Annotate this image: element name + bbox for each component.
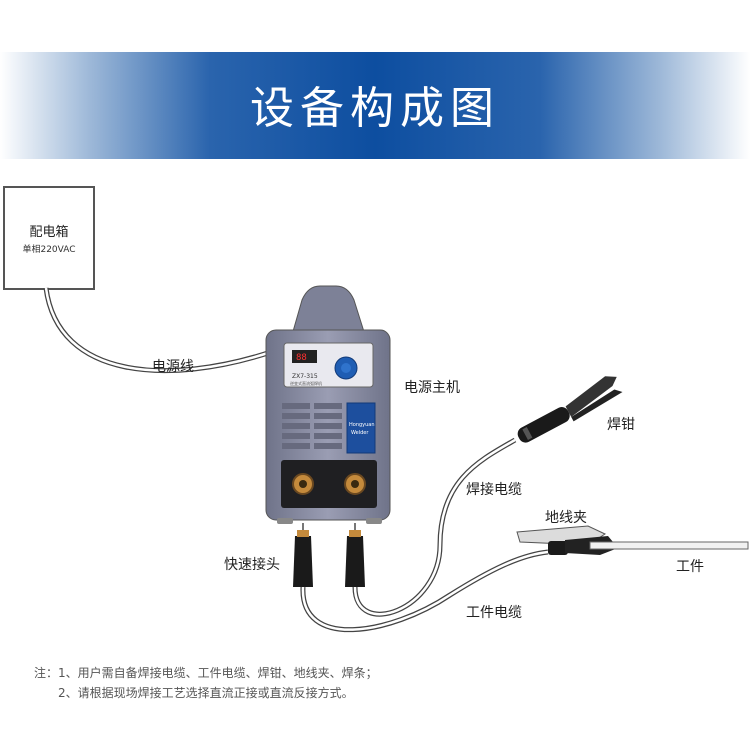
distribution-box: 配电箱 单相220VAC bbox=[3, 186, 95, 290]
page-title: 设备构成图 bbox=[250, 83, 500, 134]
electrode-holder-icon bbox=[517, 376, 623, 443]
label-workpiece: 工件 bbox=[676, 559, 704, 575]
quick-connector-right-icon bbox=[345, 536, 365, 587]
machine-handle bbox=[291, 285, 366, 336]
label-welding-cable: 焊接电缆 bbox=[466, 482, 522, 498]
brand-line-1: Hongyuan bbox=[349, 422, 375, 428]
output-panel bbox=[281, 460, 377, 508]
label-main-unit: 电源主机 bbox=[404, 380, 460, 396]
svg-text:88: 88 bbox=[296, 353, 307, 363]
header-banner bbox=[0, 52, 750, 159]
brand-line-2: Welder bbox=[351, 430, 369, 436]
vent-grille bbox=[282, 403, 342, 449]
label-ground-clamp: 地线夹 bbox=[545, 510, 587, 526]
note-line-2: 2、请根据现场焊接工艺选择直流正接或直流反接方式。 bbox=[58, 686, 354, 700]
note-line-1: 注：1、用户需自备焊接电缆、工件电缆、焊钳、地线夹、焊条； bbox=[34, 666, 378, 680]
workpiece-icon bbox=[589, 541, 749, 550]
quick-connector-left-icon bbox=[293, 536, 313, 587]
distribution-box-title: 配电箱 bbox=[29, 225, 69, 240]
label-quick-connector: 快速接头 bbox=[224, 557, 280, 573]
digital-display bbox=[292, 350, 317, 363]
label-electrode-holder: 焊钳 bbox=[607, 417, 635, 433]
distribution-box-subtitle: 单相220VAC bbox=[22, 245, 76, 255]
brand-plate bbox=[346, 402, 376, 454]
machine-model: ZX7-315 bbox=[292, 373, 318, 380]
label-power-cable: 电源线 bbox=[152, 359, 194, 375]
label-work-cable: 工件电缆 bbox=[466, 605, 522, 621]
machine-subtitle: 逆变式直流弧焊机 bbox=[290, 380, 322, 386]
ground-clamp-icon bbox=[516, 525, 618, 555]
